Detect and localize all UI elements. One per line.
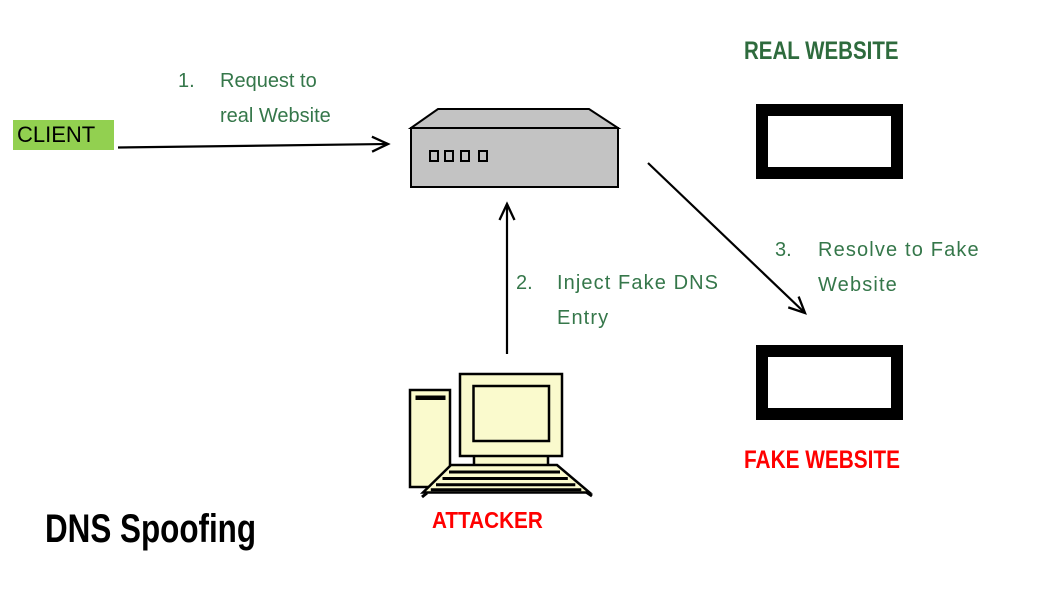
keyboard-right-foot <box>585 490 593 498</box>
server-port-3 <box>460 150 470 162</box>
client-node: CLIENT <box>13 120 114 150</box>
keyboard-left-foot <box>421 491 428 499</box>
step-2-line-1: Inject Fake DNS <box>557 272 720 294</box>
server-port-2 <box>444 150 454 162</box>
fake-website-label: FAKE WEBSITE <box>744 446 901 474</box>
step-3-line-2: Website <box>818 274 898 296</box>
computer-tower-drive-slot <box>415 395 446 400</box>
arrow-server-to-fake-website-line <box>647 162 805 313</box>
real-website-label: REAL WEBSITE <box>744 37 899 65</box>
attacker-computer-icon <box>408 372 593 499</box>
server-top-face <box>407 108 622 129</box>
client-label: CLIENT <box>17 122 96 147</box>
step-3-number: 3. <box>775 239 792 261</box>
step-3-annotation: 3. Resolve to Fake Website <box>775 233 980 303</box>
server-port-4 <box>478 150 488 162</box>
arrow-client-to-server-line <box>117 144 388 148</box>
step-1-number: 1. <box>178 70 195 92</box>
fake-website-icon <box>756 345 903 420</box>
step-3-line-1: Resolve to Fake <box>818 239 980 261</box>
step-2-number: 2. <box>516 272 533 294</box>
real-website-icon <box>756 104 903 179</box>
computer-screen <box>472 384 551 443</box>
step-1-annotation: 1. Request to real Website <box>178 64 331 134</box>
arrow-client-to-server <box>117 144 388 148</box>
server-port-1 <box>429 150 439 162</box>
server-front-face <box>410 127 619 188</box>
step-1-line-2: real Website <box>220 105 331 127</box>
dns-server-icon <box>407 108 622 188</box>
attacker-label: ATTACKER <box>432 507 543 533</box>
diagram-title: DNS Spoofing <box>45 507 257 551</box>
step-2-annotation: 2. Inject Fake DNS Entry <box>516 266 719 336</box>
arrow-server-to-fake-website <box>647 162 805 313</box>
step-1-line-1: Request to <box>220 70 317 92</box>
step-2-line-2: Entry <box>557 307 610 329</box>
